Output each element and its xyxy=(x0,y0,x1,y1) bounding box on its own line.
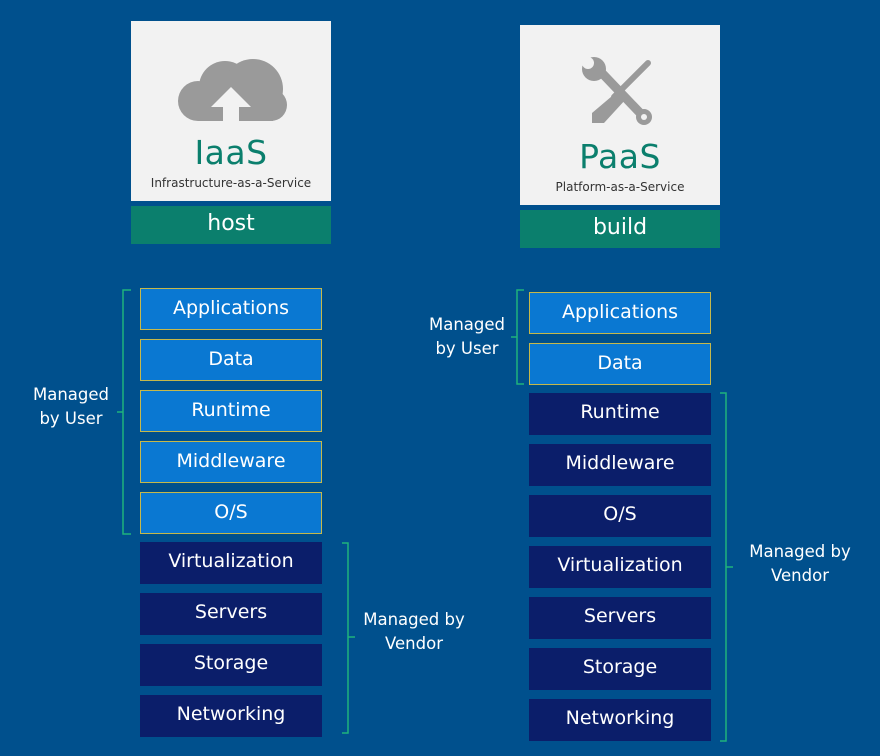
paas-layer-applications: Applications xyxy=(529,292,711,334)
paas-card: PaaS Platform-as-a-Service xyxy=(520,25,720,205)
iaas-user-label: Managed by User xyxy=(32,385,109,428)
paas-subtitle: Platform-as-a-Service xyxy=(555,180,685,194)
paas-layer-middleware: Middleware xyxy=(529,444,711,486)
iaas-title: IaaS xyxy=(194,133,268,172)
iaas-layer-data: Data xyxy=(140,339,322,381)
iaas-subtitle: Infrastructure-as-a-Service xyxy=(150,176,312,190)
iaas-layer-storage: Storage xyxy=(140,644,322,686)
iaas-layer-runtime: Runtime xyxy=(140,390,322,432)
paas-vendor-bracket xyxy=(720,392,733,742)
iaas-user-bracket xyxy=(117,289,131,535)
paas-vendor-label: Managed by Vendor xyxy=(749,542,851,585)
paas-verb-banner: build xyxy=(520,210,720,248)
iaas-card: IaaS Infrastructure-as-a-Service xyxy=(131,21,331,201)
iaas-vendor-bracket xyxy=(342,542,355,734)
paas-layer-data: Data xyxy=(529,343,711,385)
iaas-layer-networking: Networking xyxy=(140,695,322,737)
iaas-layer-os: O/S xyxy=(140,492,322,534)
cloud-upload-icon xyxy=(131,57,331,123)
paas-title: PaaS xyxy=(579,137,661,176)
paas-layer-os: O/S xyxy=(529,495,711,537)
iaas-verb-banner: host xyxy=(131,206,331,244)
paas-layer-networking: Networking xyxy=(529,699,711,741)
iaas-layer-virtualization: Virtualization xyxy=(140,542,322,584)
paas-user-bracket xyxy=(511,289,524,385)
paas-layer-storage: Storage xyxy=(529,648,711,690)
iaas-layer-applications: Applications xyxy=(140,288,322,330)
paas-layer-virtualization: Virtualization xyxy=(529,546,711,588)
iaas-layer-servers: Servers xyxy=(140,593,322,635)
paas-layer-servers: Servers xyxy=(529,597,711,639)
wrench-screwdriver-icon xyxy=(520,57,720,127)
iaas-vendor-label: Managed by Vendor xyxy=(363,610,465,653)
paas-layer-runtime: Runtime xyxy=(529,393,711,435)
iaas-layer-middleware: Middleware xyxy=(140,441,322,483)
paas-user-label: Managed by User xyxy=(428,315,505,358)
